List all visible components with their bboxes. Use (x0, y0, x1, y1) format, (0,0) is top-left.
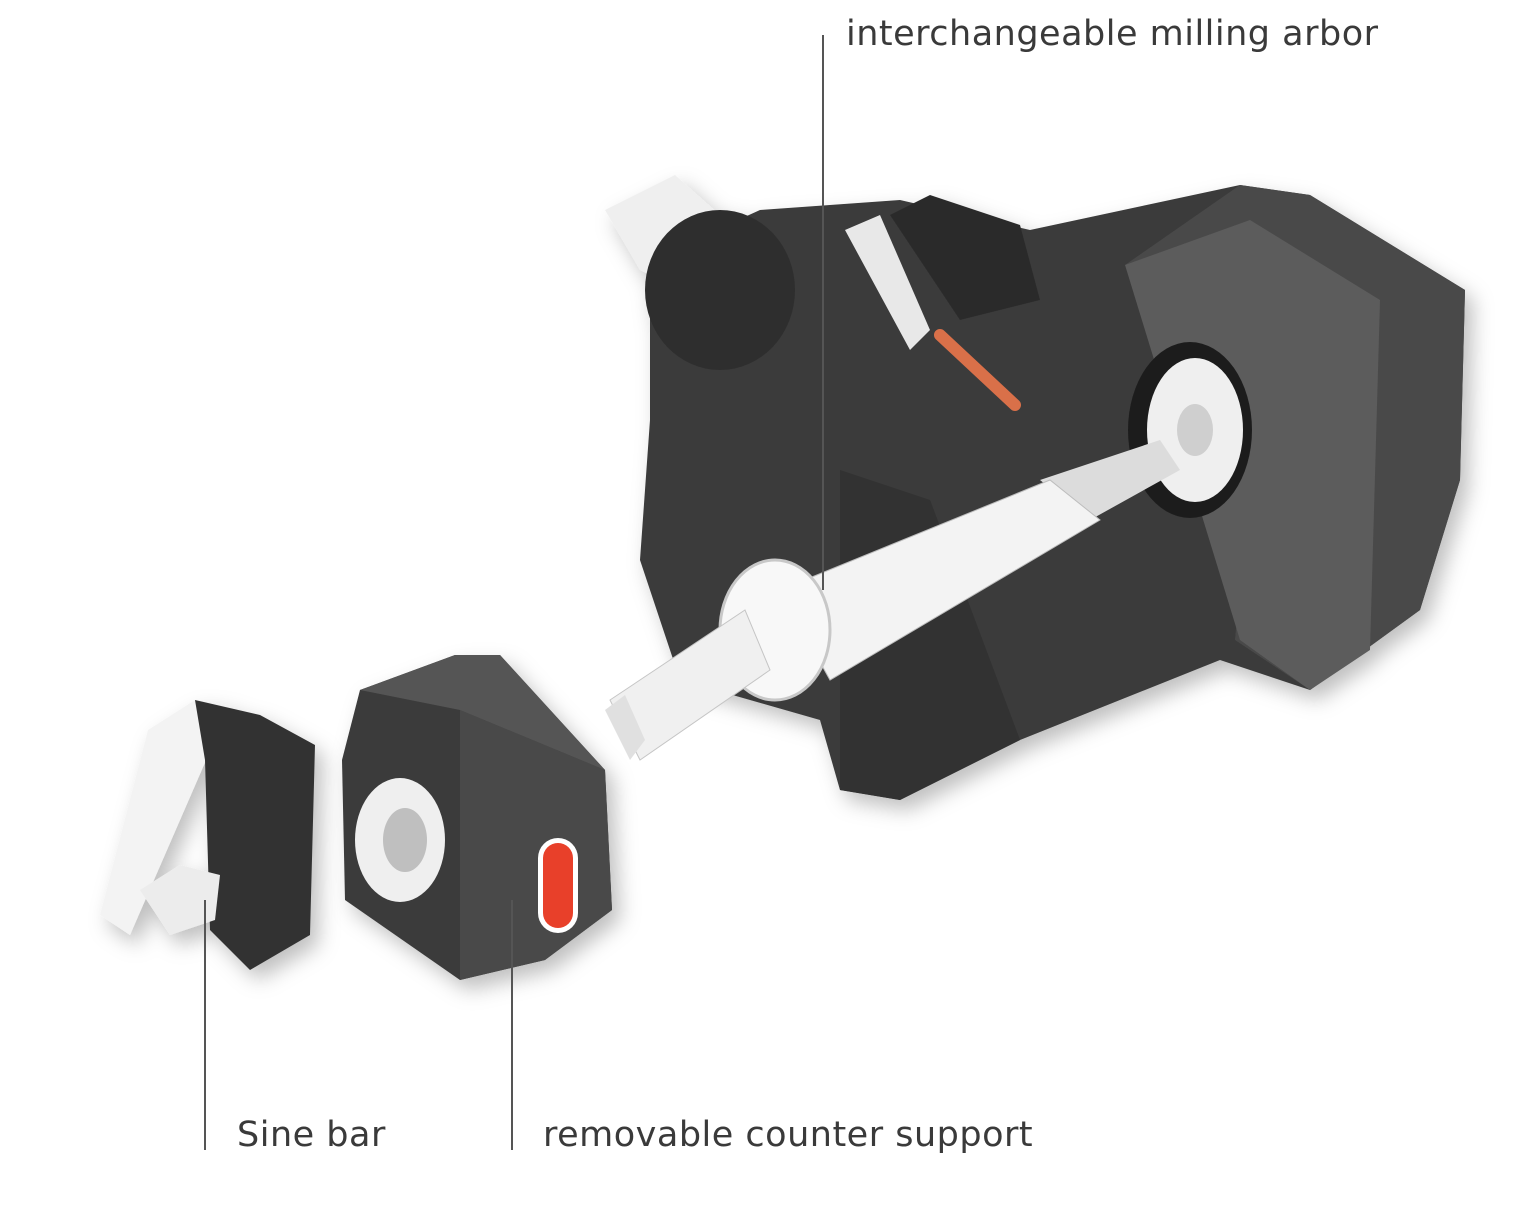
coolant-pipe (934, 329, 1021, 411)
label-sine-bar: Sine bar (237, 1115, 386, 1155)
coolant-fitting (845, 215, 930, 350)
label-milling-arbor: interchangeable milling arbor (846, 14, 1379, 54)
label-counter-support: removable counter support (543, 1115, 1034, 1155)
milling-arbor (605, 440, 1180, 761)
counter-support (342, 655, 612, 980)
sine-bar (100, 700, 315, 970)
